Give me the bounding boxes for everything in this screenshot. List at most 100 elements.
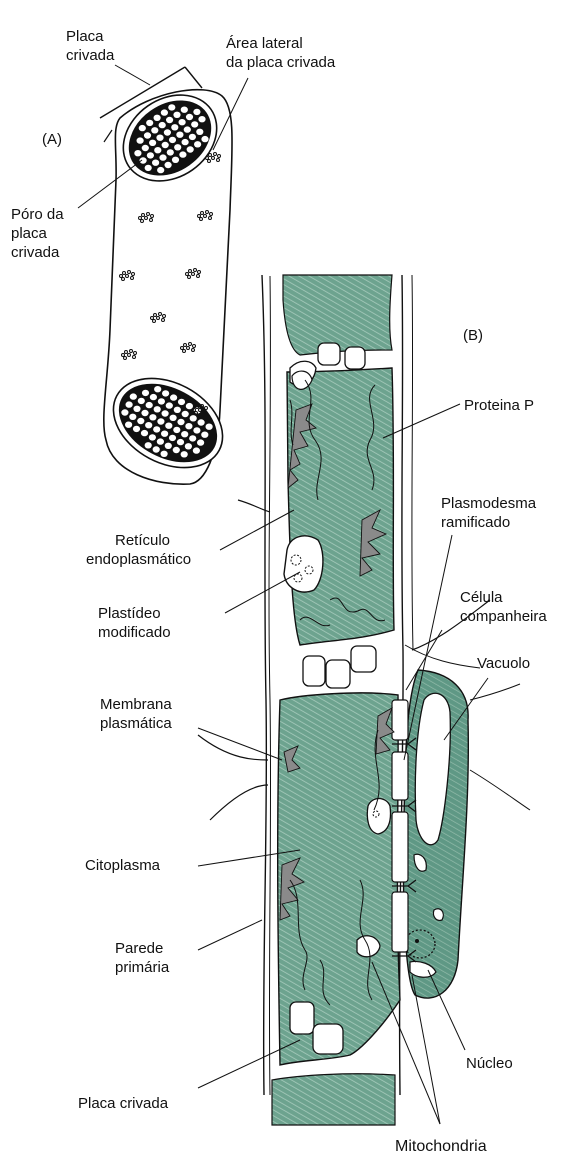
sieve-pore	[162, 410, 169, 416]
label-parede-line2: primária	[115, 958, 169, 977]
sieve-pore	[142, 145, 149, 151]
sieve-pore	[145, 165, 152, 171]
sieve-pore	[154, 147, 161, 153]
sieve-pore	[125, 422, 132, 428]
sieve-pore	[177, 419, 184, 425]
sieve-element-a	[78, 65, 248, 486]
sieve-pore	[149, 434, 156, 440]
label-placa-crivada-top-line1: Placa	[66, 27, 104, 46]
sieve-pore	[166, 402, 173, 408]
sieve-pore	[197, 439, 204, 445]
sieve-pore	[171, 124, 178, 130]
sieve-pore	[154, 115, 161, 121]
sieve-pore	[170, 394, 177, 400]
sieve-pore	[185, 423, 192, 429]
sieve-pore	[172, 157, 179, 163]
sieve-pore	[133, 406, 140, 412]
sieve-pore	[174, 407, 181, 413]
sieve-pore	[161, 109, 168, 115]
sieve-pore	[173, 447, 180, 453]
sieve-pore	[179, 151, 186, 157]
label-area-lateral-line2: da placa crivada	[226, 53, 335, 72]
sieve-pore	[137, 137, 144, 143]
sieve-pore	[162, 390, 169, 396]
sieve-pore	[186, 403, 193, 409]
sieve-pore	[149, 140, 156, 146]
sieve-pore	[187, 146, 194, 152]
sieve-pore	[162, 142, 169, 148]
sieve-pore	[191, 121, 198, 127]
sieve-pore	[198, 419, 205, 425]
label-plastideo-line2: modificado	[98, 623, 171, 642]
sieve-pore	[139, 125, 146, 131]
sieve-pore	[174, 144, 181, 150]
sieve-pore	[176, 132, 183, 138]
label-placa-crivada-bottom: Placa crivada	[78, 1094, 168, 1113]
sieve-pore	[193, 447, 200, 453]
sieve-pore	[121, 409, 128, 415]
label-poro-line1: Póro da	[11, 205, 64, 224]
sieve-pore	[145, 422, 152, 428]
sieve-pore	[157, 438, 164, 444]
sieve-pore	[154, 386, 161, 392]
label-membrana-line2: plasmática	[100, 714, 172, 733]
sieve-pore	[178, 399, 185, 405]
label-citoplasma: Citoplasma	[85, 856, 160, 875]
sieve-pore	[170, 415, 177, 421]
sieve-pore	[129, 414, 136, 420]
sieve-pore	[167, 149, 174, 155]
sieve-pore	[181, 451, 188, 457]
sieve-pore	[179, 119, 186, 125]
label-mitochondria: Mitochondria	[395, 1137, 487, 1156]
sieve-pore	[177, 439, 184, 445]
sieve-pore	[166, 117, 173, 123]
sieve-pore	[186, 114, 193, 120]
sieve-pore	[126, 401, 133, 407]
sieve-pore	[159, 154, 166, 160]
sieve-pore	[144, 132, 151, 138]
sieve-pore	[206, 424, 213, 430]
label-reticulo-line1: Retículo	[115, 531, 170, 550]
sieve-pore	[138, 398, 145, 404]
sieve-pore	[141, 410, 148, 416]
label-vacuolo: Vacuolo	[477, 654, 530, 673]
sieve-pore	[145, 442, 152, 448]
label-celula-line2: companheira	[460, 607, 547, 626]
sieve-pore	[161, 431, 168, 437]
sieve-pore	[150, 394, 157, 400]
sieve-pore	[146, 402, 153, 408]
sieve-pore	[153, 446, 160, 452]
sieve-pore	[196, 129, 203, 135]
sieve-pore	[169, 137, 176, 143]
sieve-pore	[141, 430, 148, 436]
sieve-pore	[154, 406, 161, 412]
sieve-pore	[198, 116, 205, 122]
sieve-pore	[194, 141, 201, 147]
sieve-pore	[133, 426, 140, 432]
sieve-pore	[201, 432, 208, 438]
sieve-pore	[151, 127, 158, 133]
plastid-modified	[284, 536, 323, 592]
sieve-pore	[182, 139, 189, 145]
sieve-pore	[158, 398, 165, 404]
label-plasmodesma-line1: Plasmodesma	[441, 494, 536, 513]
panel-b-label: (B)	[463, 326, 483, 345]
sieve-pore	[152, 160, 159, 166]
label-placa-crivada-top-line2: crivada	[66, 46, 114, 65]
label-area-lateral-line1: Área lateral	[226, 34, 303, 53]
sieve-pore	[173, 112, 180, 118]
sieve-pore	[173, 427, 180, 433]
sieve-pore	[185, 443, 192, 449]
sieve-pore	[169, 435, 176, 441]
sieve-pore	[146, 120, 153, 126]
sieve-pore	[134, 150, 141, 156]
sieve-pore	[184, 126, 191, 132]
sieve-pore	[181, 431, 188, 437]
sieve-pore	[147, 152, 154, 158]
sieve-pore	[189, 134, 196, 140]
sieve-pore	[153, 426, 160, 432]
sieve-pore	[157, 167, 164, 173]
sieve-pore	[164, 129, 171, 135]
sieve-pore	[165, 423, 172, 429]
